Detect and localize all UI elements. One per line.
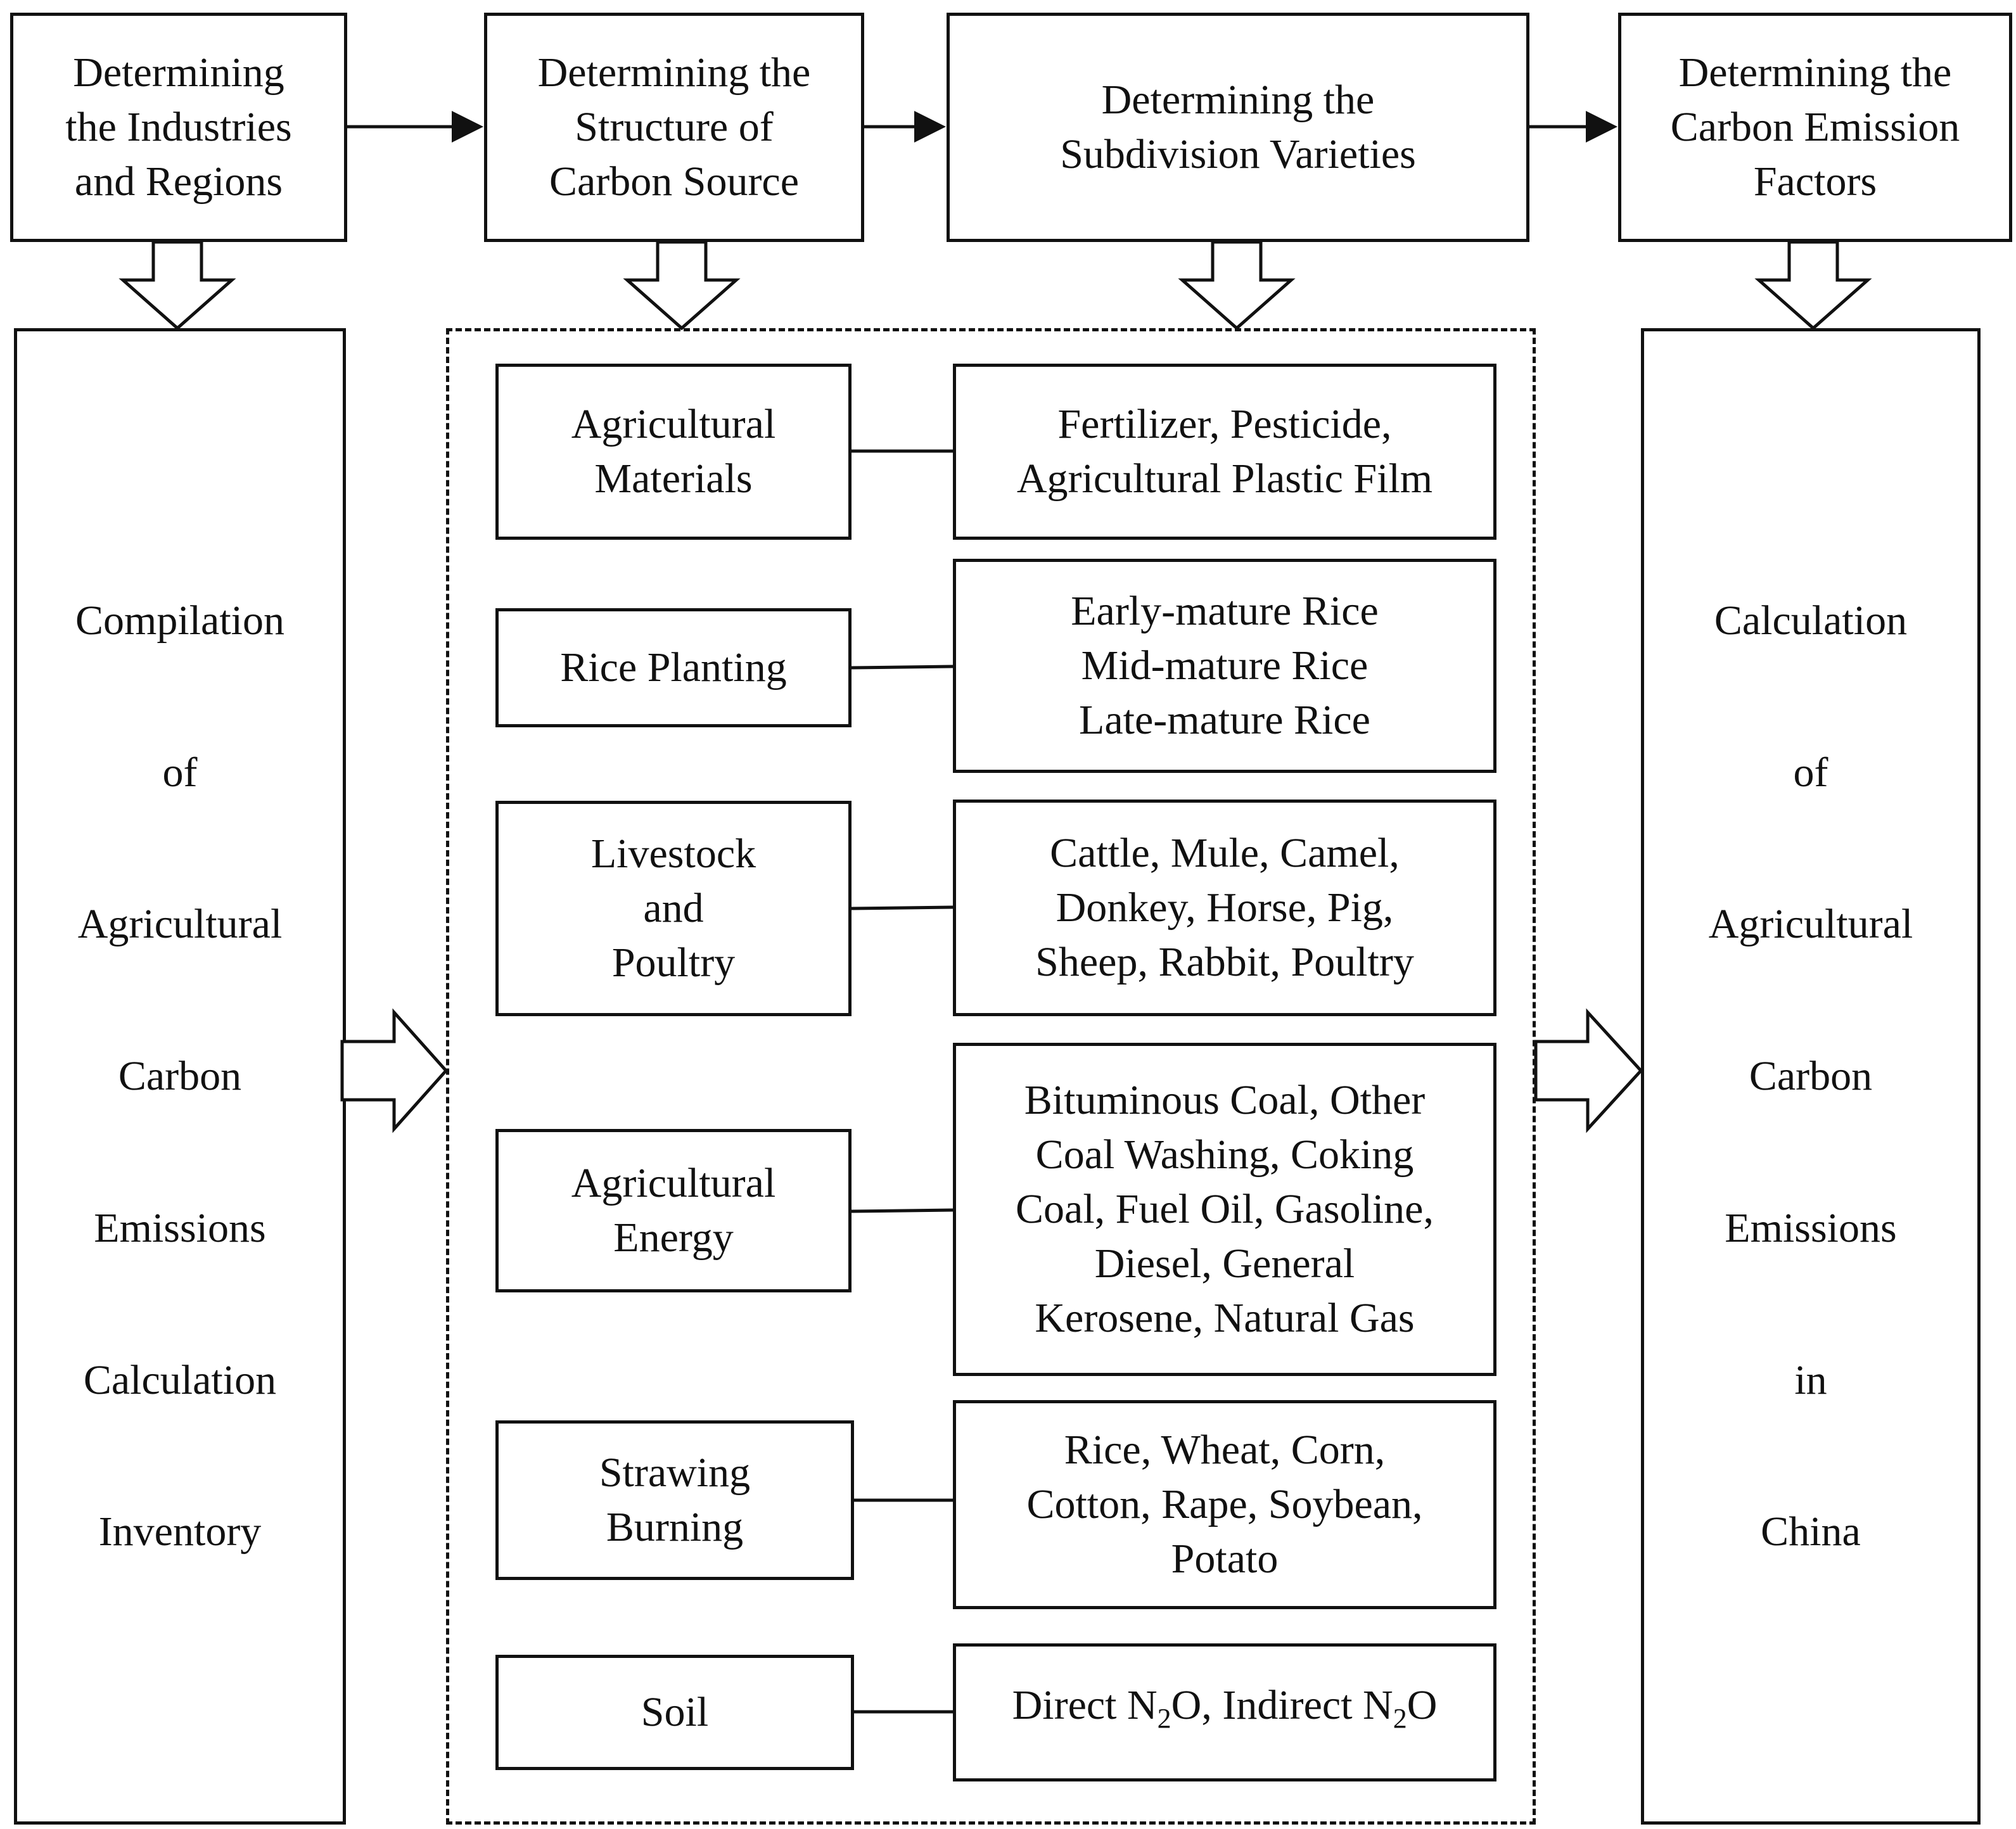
variety-line: Coal Washing, Coking	[1035, 1131, 1414, 1178]
variety-text: Direct N	[1012, 1682, 1158, 1729]
panel-line: of	[1793, 749, 1828, 796]
panel-line: in	[1794, 1356, 1827, 1403]
panel-line: Agricultural	[77, 901, 283, 948]
variety-line: Kerosene, Natural Gas	[1035, 1295, 1415, 1341]
source-livestock-poultry: Livestock and Poultry	[495, 801, 852, 1016]
variety-line: Rice, Wheat, Corn,	[1064, 1427, 1386, 1473]
source-line: Soil	[641, 1689, 709, 1735]
variety-line: Diesel, General	[1094, 1240, 1355, 1287]
connector-energy	[851, 1208, 954, 1213]
panel-line: Compilation	[75, 597, 284, 644]
source-line: Energy	[613, 1214, 734, 1261]
subscript: 2	[1157, 1703, 1171, 1735]
panel-line: Inventory	[98, 1508, 262, 1555]
panel-line: Emissions	[1725, 1204, 1897, 1251]
panel-emissions-in-china: Calculation of Agricultural Carbon Emiss…	[1641, 328, 1981, 1825]
source-line: Burning	[606, 1504, 744, 1550]
panel-calculation-inventory: Compilation of Agricultural Carbon Emiss…	[14, 328, 346, 1825]
variety-line: Coal, Fuel Oil, Gasoline,	[1016, 1186, 1434, 1232]
variety-line: Fertilizer, Pesticide,	[1057, 401, 1392, 447]
panel-line: Calculation	[1714, 597, 1908, 644]
panel-line: Calculation	[83, 1356, 277, 1403]
source-line: Livestock	[590, 831, 756, 877]
variety-line: Sheep, Rabbit, Poultry	[1035, 939, 1414, 985]
step-line: Structure of	[575, 104, 774, 150]
variety-line: Donkey, Horse, Pig,	[1056, 884, 1394, 931]
varieties-agricultural-energy: Bituminous Coal, Other Coal Washing, Cok…	[953, 1043, 1496, 1376]
step-line: the Industries	[65, 104, 292, 150]
source-line: Agricultural	[571, 1160, 776, 1206]
variety-line: Mid-mature Rice	[1081, 642, 1368, 689]
source-agricultural-materials: Agricultural Materials	[495, 364, 852, 540]
source-line: and	[643, 885, 704, 931]
down-arrow-2	[623, 240, 741, 331]
source-strawing-burning: Strawing Burning	[495, 1420, 854, 1580]
step-line: Subdivision Varieties	[1060, 131, 1416, 177]
variety-line: Cotton, Rape, Soybean,	[1026, 1481, 1423, 1527]
varieties-livestock-poultry: Cattle, Mule, Camel, Donkey, Horse, Pig,…	[953, 800, 1496, 1016]
variety-line: Early-mature Rice	[1071, 588, 1379, 634]
step-determine-industries-regions: Determining the Industries and Regions	[10, 13, 347, 242]
source-rice-planting: Rice Planting	[495, 608, 852, 727]
step-determine-carbon-source-structure: Determining the Structure of Carbon Sour…	[484, 13, 864, 242]
down-arrow-4	[1754, 240, 1872, 331]
down-arrow-1	[118, 240, 236, 331]
step-line: Determining the	[1678, 49, 1952, 96]
down-arrow-3	[1178, 240, 1296, 331]
source-line: Agricultural	[571, 401, 776, 447]
panel-line: Agricultural	[1708, 901, 1913, 948]
subscript: 2	[1393, 1703, 1407, 1735]
source-line: Strawing	[599, 1450, 751, 1496]
right-arrow-left-panel	[340, 1008, 449, 1133]
variety-text: O, Indirect N	[1171, 1682, 1393, 1729]
varieties-soil: Direct N2O, Indirect N2O	[953, 1643, 1496, 1781]
step-line: Determining	[73, 49, 284, 96]
variety-text: O	[1407, 1682, 1438, 1729]
right-arrow-right-panel	[1534, 1008, 1643, 1133]
source-soil: Soil	[495, 1655, 854, 1770]
panel-line: of	[162, 749, 198, 796]
variety-line: Agricultural Plastic Film	[1016, 456, 1433, 502]
variety-line: Cattle, Mule, Camel,	[1050, 830, 1400, 876]
source-agricultural-energy: Agricultural Energy	[495, 1129, 852, 1292]
panel-line: China	[1761, 1508, 1861, 1555]
step-line: Factors	[1753, 158, 1877, 205]
step-line: Determining the	[1101, 77, 1375, 123]
step-line: Carbon Emission	[1670, 104, 1960, 150]
panel-line: Emissions	[94, 1204, 266, 1251]
varieties-strawing-burning: Rice, Wheat, Corn, Cotton, Rape, Soybean…	[953, 1400, 1496, 1609]
source-line: Rice Planting	[560, 644, 787, 691]
variety-line: Potato	[1171, 1536, 1279, 1582]
connector-rice	[851, 665, 954, 670]
panel-line: Carbon	[118, 1053, 242, 1099]
step-line: Carbon Source	[549, 158, 800, 205]
connector-livestock	[851, 905, 954, 910]
panel-line: Carbon	[1749, 1053, 1873, 1099]
source-line: Poultry	[611, 940, 736, 986]
varieties-agricultural-materials: Fertilizer, Pesticide, Agricultural Plas…	[953, 364, 1496, 540]
step-line: and Regions	[74, 158, 283, 205]
varieties-rice-planting: Early-mature Rice Mid-mature Rice Late-m…	[953, 559, 1496, 773]
variety-line: Late-mature Rice	[1079, 697, 1370, 743]
variety-line: Direct N2O, Indirect N2O	[1012, 1678, 1438, 1746]
variety-line: Bituminous Coal, Other	[1024, 1077, 1426, 1123]
step-line: Determining the	[537, 49, 811, 96]
source-line: Materials	[594, 456, 753, 502]
